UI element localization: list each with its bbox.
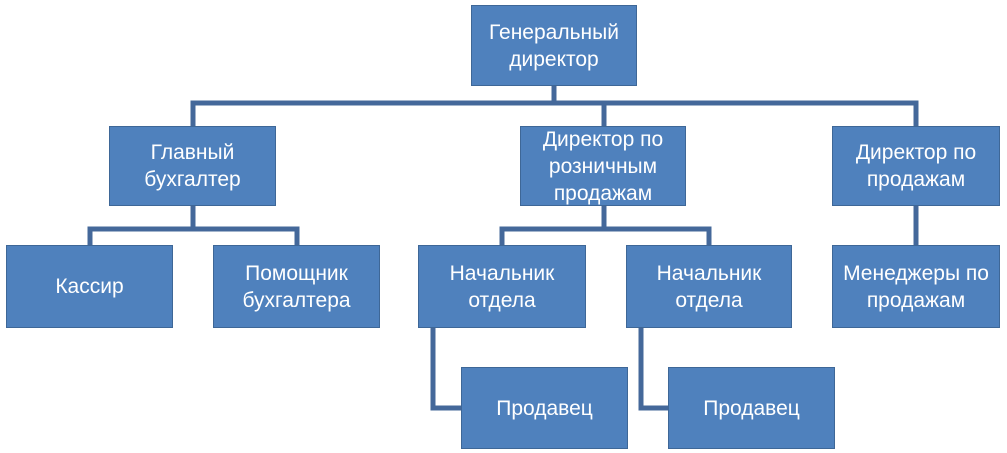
seller-box-2: Продавец bbox=[668, 367, 835, 449]
connector-dept-head-1-to-seller-1 bbox=[430, 325, 464, 411]
connector-dept-head-2-to-seller-2 bbox=[638, 325, 671, 411]
ceo-box: Генеральный директор bbox=[471, 5, 637, 86]
assistant-accountant-box: Помощник бухгалтера bbox=[213, 245, 380, 328]
department-head-box-1: Начальник отдела bbox=[418, 245, 586, 328]
retail-sales-director-box: Директор по розничным продажам bbox=[520, 126, 686, 206]
connector-retail-director-to-dept-heads bbox=[499, 203, 712, 248]
department-head-box-2: Начальник отдела bbox=[626, 245, 792, 328]
chief-accountant-box: Главный бухгалтер bbox=[109, 126, 276, 206]
connector-ceo-to-level2 bbox=[190, 83, 919, 129]
sales-managers-box: Менеджеры по продажам bbox=[832, 245, 1000, 328]
sales-director-box: Директор по продажам bbox=[832, 126, 1000, 206]
cashier-box: Кассир bbox=[6, 245, 173, 328]
connector-chief-accountant-to-staff bbox=[87, 203, 300, 248]
seller-box-1: Продавец bbox=[461, 367, 628, 449]
